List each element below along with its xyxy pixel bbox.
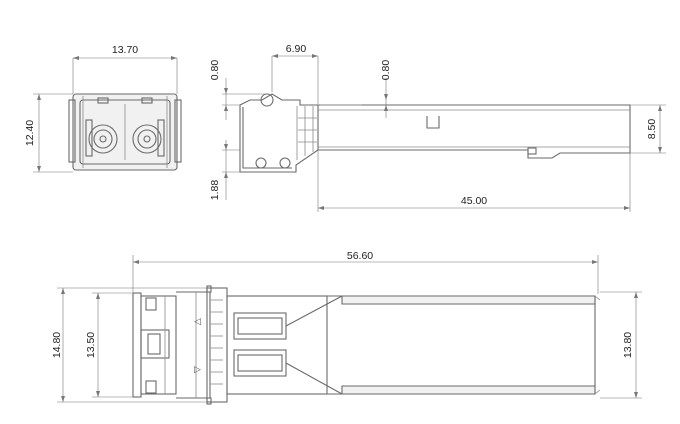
top-view: ◁ ▷ <box>132 285 601 405</box>
rx-direction-arrow: ▷ <box>194 365 201 375</box>
dimension-front-width: 13.70 <box>72 44 178 94</box>
dim-label-front-height: 12.40 <box>24 120 36 146</box>
dimension-front-height: 12.40 <box>24 93 73 173</box>
dimension-side-tab-offset: 0.80 <box>380 60 392 118</box>
dim-label-front-width: 13.70 <box>112 44 138 56</box>
dimension-top-outer-width: 14.80 <box>51 287 207 403</box>
dimension-side-tab-width: 6.90 <box>271 43 319 104</box>
dim-label-side-tab-width: 6.90 <box>286 43 307 55</box>
dimension-side-body-length: 45.00 <box>317 150 631 212</box>
dimension-side-body-height: 8.50 <box>630 104 666 154</box>
dim-label-side-top-offset: 0.80 <box>209 60 221 81</box>
dim-label-side-body-length: 45.00 <box>461 195 487 207</box>
front-view <box>68 93 182 171</box>
dim-label-top-outer-width: 14.80 <box>51 332 63 358</box>
dimension-top-total-length: 56.60 <box>132 250 599 294</box>
dim-label-side-bottom-offset: 1.88 <box>209 180 221 201</box>
dimension-side-bottom-offset: 1.88 <box>209 140 240 200</box>
dimension-top-body-width: 13.80 <box>600 291 642 399</box>
side-view <box>239 93 631 173</box>
tx-direction-arrow: ◁ <box>194 317 201 327</box>
dim-label-side-body-height: 8.50 <box>646 119 658 140</box>
dim-label-side-tab-offset: 0.80 <box>380 60 392 81</box>
dim-label-top-total-length: 56.60 <box>347 250 373 262</box>
dimension-side-top-offset: 0.80 <box>209 60 266 120</box>
dim-label-top-inner-width: 13.50 <box>85 332 97 358</box>
dimension-top-inner-width: 13.50 <box>85 292 133 398</box>
dim-label-top-body-width: 13.80 <box>622 332 634 358</box>
